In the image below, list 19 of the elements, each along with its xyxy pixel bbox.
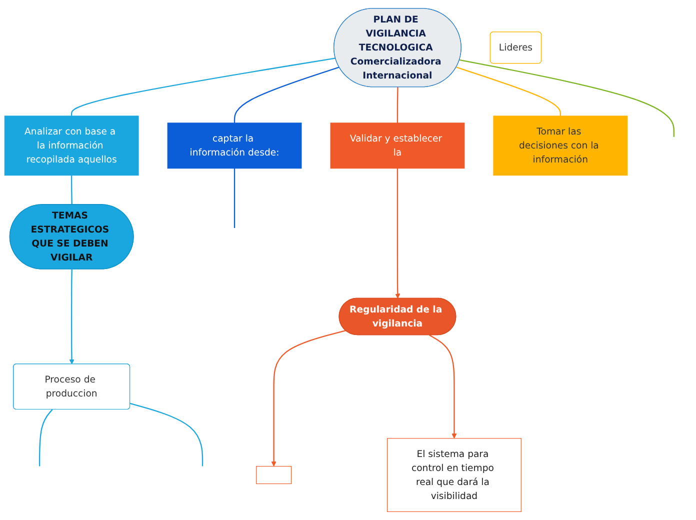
connector <box>459 59 674 137</box>
node-box: Tomar las decisiones con la información <box>493 116 628 176</box>
connector <box>71 175 72 205</box>
connector <box>234 66 340 123</box>
arrow <box>69 269 74 364</box>
node-box: El sistema para control en tiempo real que dará la visibilidad <box>386 438 522 512</box>
node-box: captar la información desde: <box>167 122 302 169</box>
connector <box>130 402 204 466</box>
node-box: Validar y establecer la <box>330 122 465 169</box>
connector <box>71 58 336 116</box>
connector <box>38 409 53 466</box>
arrow <box>395 168 400 299</box>
node-box <box>256 466 292 484</box>
connector <box>456 66 561 116</box>
node-box: Analizar con base a la información recopilada aquellos <box>4 116 139 176</box>
connector <box>396 87 398 123</box>
connector <box>234 168 236 228</box>
arrow <box>271 330 346 467</box>
arrow <box>429 334 457 439</box>
